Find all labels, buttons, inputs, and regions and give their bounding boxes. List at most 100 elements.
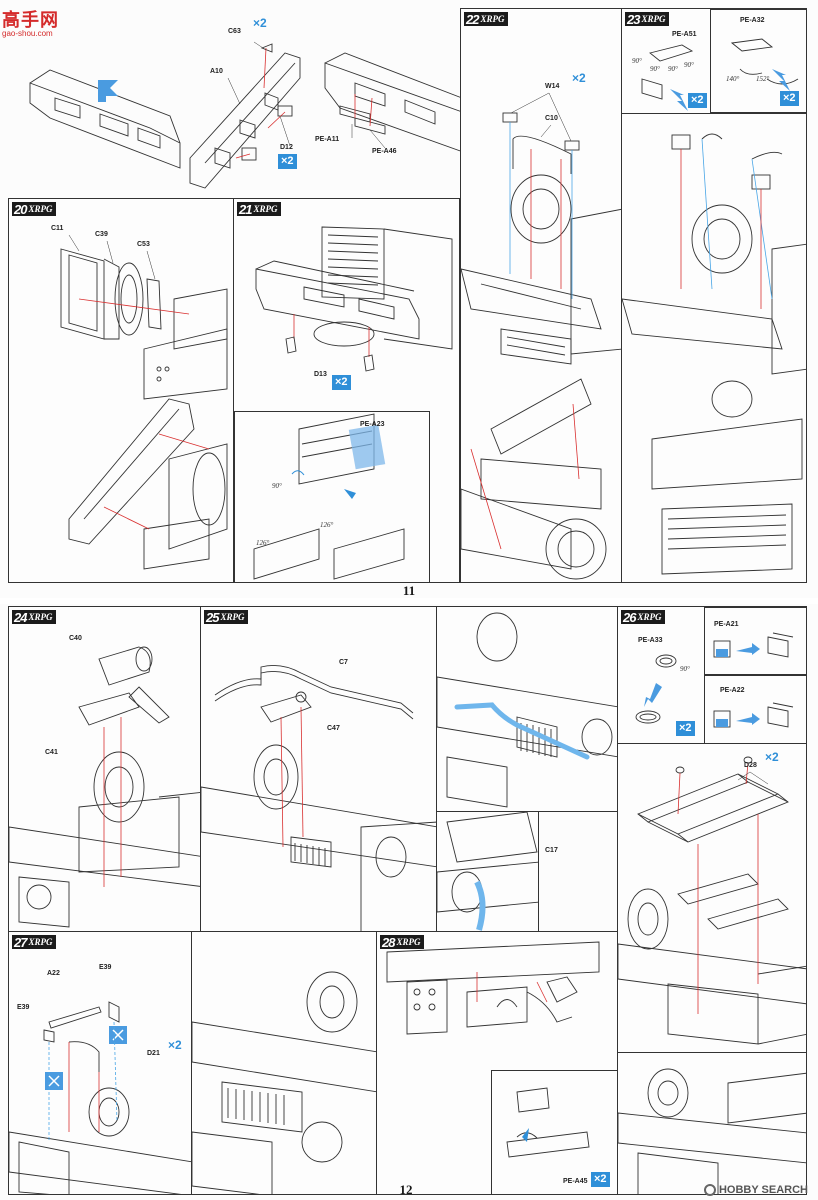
- quantity-badge: ×2: [278, 154, 297, 169]
- quantity-badge: ×2: [332, 375, 351, 390]
- hobby-search-logo-icon: [703, 1184, 716, 1196]
- part-label-c39: C39: [95, 231, 108, 238]
- part-label-d28: D28: [744, 762, 757, 769]
- page-number-12: 12: [399, 1182, 413, 1197]
- step-19-panel: C63 ×2 A10 D12 ×2 PE-A11 PE-A46: [10, 8, 492, 198]
- step-26-assembly-drawing: [618, 756, 806, 1045]
- part-label-a22: A22: [47, 970, 60, 977]
- part-label-pe-a51: PE-A51: [672, 31, 697, 38]
- step-23-drawing: [622, 38, 806, 575]
- hobby-search-watermark: HOBBY SEARCH: [703, 1184, 808, 1196]
- step-22-drawing: [461, 92, 621, 580]
- step-25-detail-lower: [436, 811, 539, 932]
- step-28-subbox: [491, 1070, 617, 1194]
- step-23-header: 23 XRPG: [625, 11, 670, 27]
- step-20-panel: 20 XRPG: [8, 198, 234, 583]
- angle-90: 90°: [680, 665, 690, 673]
- angle-126-right: 126°: [320, 521, 334, 529]
- page-gap: [0, 598, 818, 604]
- step-24-panel: 24 XRPG C40 C41: [8, 606, 204, 932]
- step-28-panel: 28 XRPG PE-: [376, 931, 618, 1195]
- part-label-c47: C47: [327, 725, 340, 732]
- part-label-c63: C63: [228, 28, 241, 35]
- part-label-c40: C40: [69, 635, 82, 642]
- step-28-drawing: [386, 941, 600, 1158]
- step-27-view-panel: [191, 931, 377, 1195]
- step-27-drawing: [9, 1001, 191, 1194]
- part-label-pe-a33: PE-A33: [638, 637, 663, 644]
- step-27-panel: 27 XRPG: [8, 931, 192, 1195]
- watermark-url-text: gao-shou.com: [2, 29, 53, 38]
- part-label-pe-a11: PE-A11: [315, 136, 340, 143]
- quantity-badge: ×2: [688, 93, 707, 108]
- step-23-subbox-lower: [622, 113, 806, 582]
- step-number: 25: [206, 609, 220, 625]
- brand-logo: XRPG: [637, 612, 662, 622]
- part-label-c17: C17: [545, 847, 558, 854]
- brand-logo: XRPG: [28, 612, 53, 622]
- part-label-c7: C7: [339, 659, 348, 666]
- step-23-panel: 23 XRPG: [621, 8, 807, 583]
- quantity-badge: ×2: [780, 91, 799, 106]
- step-number: 26: [623, 609, 637, 625]
- part-label-pe-a22: PE-A22: [720, 687, 745, 694]
- step-28-view-drawing: [618, 1068, 806, 1194]
- step-number: 24: [14, 609, 28, 625]
- angle-90: 90°: [668, 65, 678, 73]
- part-label-pe-a32: PE-A32: [740, 17, 765, 24]
- step-26-header: 26 XRPG: [621, 609, 666, 625]
- quantity-badge: ×2: [168, 1038, 182, 1052]
- brand-logo: XRPG: [396, 937, 421, 947]
- step-21-drawing: [253, 226, 453, 580]
- part-label-c10: C10: [545, 115, 558, 122]
- part-label-pe-a21: PE-A21: [714, 621, 739, 628]
- step-21-header: 21 XRPG: [237, 202, 282, 217]
- step-25-drawing: [201, 665, 436, 931]
- brand-logo: XRPG: [641, 14, 666, 24]
- brand-logo: XRPG: [28, 937, 53, 947]
- step-26-panel: 26 XRPG PE-A33 9: [617, 606, 807, 744]
- angle-90: 90°: [632, 57, 642, 65]
- angle-140: 140°: [726, 75, 740, 83]
- page-number-11: 11: [402, 583, 416, 598]
- part-label-d13: D13: [314, 371, 327, 378]
- step-26-subbox-a22: [704, 675, 806, 743]
- step-number: 22: [466, 11, 480, 27]
- part-label-d21: D21: [147, 1050, 160, 1057]
- part-label-w14: W14: [545, 83, 560, 90]
- step-20-header: 20 XRPG: [12, 201, 57, 217]
- part-label-e39-top: E39: [99, 964, 112, 971]
- step-22-header: 22 XRPG: [464, 11, 509, 27]
- instruction-page-12: 24 XRPG C40 C41: [0, 604, 818, 1200]
- angle-152: 152°: [756, 75, 770, 83]
- step-25-header: 25 XRPG: [204, 609, 249, 625]
- step-25-detail-lower-drawing: [437, 812, 538, 931]
- part-label-pe-a23: PE-A23: [360, 421, 385, 428]
- angle-90: 90°: [272, 482, 282, 490]
- step-number: 20: [14, 201, 28, 217]
- quantity-badge: ×2: [765, 750, 779, 764]
- site-watermark: 高手网 gao-shou.com: [2, 6, 59, 38]
- brand-logo: XRPG: [28, 204, 53, 214]
- quantity-badge: ×2: [253, 16, 267, 30]
- part-label-pe-a46: PE-A46: [372, 148, 397, 155]
- step-21-panel: 21 XRPG: [233, 198, 460, 583]
- angle-126-left: 126°: [256, 539, 270, 547]
- step-number: 23: [627, 11, 641, 27]
- brand-logo: XRPG: [480, 14, 505, 24]
- brand-logo: XRPG: [220, 612, 245, 622]
- part-label-c11: C11: [51, 225, 64, 232]
- part-label-c41: C41: [45, 749, 58, 756]
- angle-90: 90°: [650, 65, 660, 73]
- quantity-badge: ×2: [676, 721, 695, 736]
- part-label-c53: C53: [137, 241, 150, 248]
- step-20-drawing: [60, 234, 228, 570]
- part-label-a10: A10: [210, 68, 223, 75]
- part-label-e39-left: E39: [17, 1004, 30, 1011]
- step-26-subbox-a21: [704, 607, 806, 675]
- step-27-view-drawing: [192, 971, 376, 1194]
- step-number: 28: [382, 934, 396, 950]
- part-label-pe-a45: PE-A45: [563, 1178, 588, 1185]
- step-22-panel: 22 XRPG: [460, 8, 622, 583]
- step-number: 27: [14, 934, 28, 950]
